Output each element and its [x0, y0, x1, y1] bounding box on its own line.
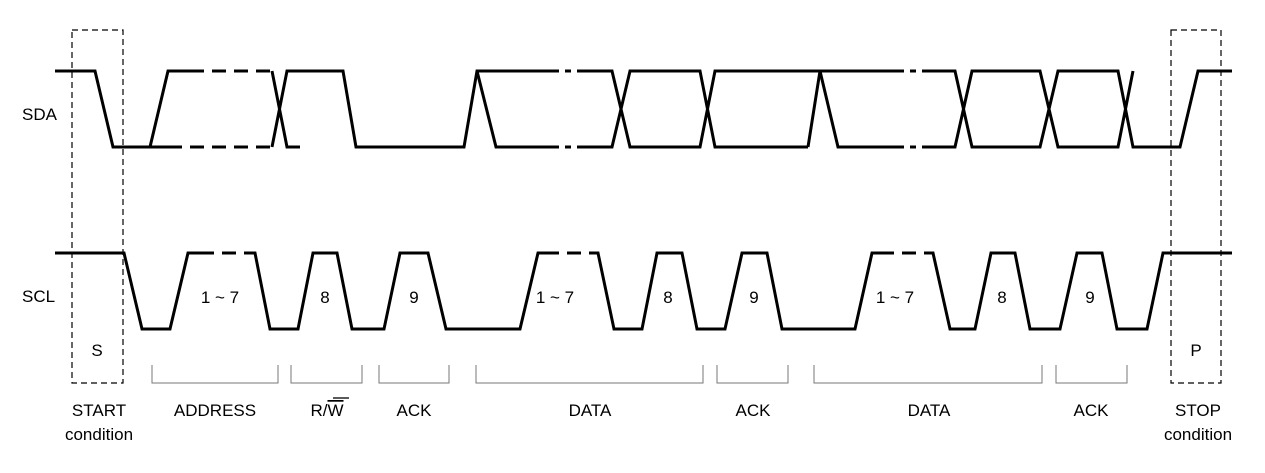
clock-label-addr: 1 ~ 7: [201, 288, 239, 307]
sda-stop-edge: [1170, 69, 1232, 149]
rw-label-w-overbar: W: [327, 401, 343, 420]
sda-data2-rise: [806, 69, 880, 148]
segment-brackets: [151, 365, 1128, 384]
sda-rw-bit: [270, 69, 462, 149]
bracket-ack3: [1055, 365, 1128, 384]
scl-label: SCL: [22, 287, 55, 306]
sda-data2-bit8-b: [945, 69, 1135, 149]
scl-start-clock: [55, 251, 200, 331]
clock-label-data2: 1 ~ 7: [876, 288, 914, 307]
clock-label-data1: 1 ~ 7: [536, 288, 574, 307]
data2-label: DATA: [908, 401, 951, 420]
rw-label-r: R/: [310, 401, 327, 420]
sda-waveform: [55, 69, 1232, 149]
ack2-label: ACK: [736, 401, 772, 420]
bracket-rw: [290, 365, 363, 384]
sda-data2-fall: [808, 69, 880, 149]
sda-start-edge: [55, 69, 150, 149]
clock-label-ack1: 9: [409, 288, 418, 307]
start-letter: S: [91, 341, 102, 360]
clock-label-ack3: 9: [1085, 288, 1094, 307]
data1-label: DATA: [569, 401, 612, 420]
bracket-data2: [813, 365, 1043, 384]
ack1-label: ACK: [397, 401, 433, 420]
stop-label-line1: STOP: [1175, 401, 1221, 420]
bracket-ack2: [716, 365, 789, 384]
scl-clock-b: [592, 251, 880, 331]
rw-label: R/W: [310, 401, 343, 420]
bracket-ack1: [378, 365, 450, 384]
clock-label-rw: 8: [320, 288, 329, 307]
clock-label-data2-bit8: 8: [997, 288, 1006, 307]
start-label-line1: START: [72, 401, 126, 420]
scl-waveform: [55, 251, 1232, 331]
start-condition-box: [71, 29, 124, 384]
bracket-address: [151, 365, 279, 384]
sda-rw-fall: [270, 70, 300, 149]
sda-data1-bit8-a: [600, 69, 808, 149]
sda-data1-fall: [475, 70, 535, 149]
sda-data1-rise: [462, 69, 535, 149]
stop-label-line2: condition: [1164, 425, 1232, 444]
clock-label-data1-bit8: 8: [663, 288, 672, 307]
scl-clock-c: [928, 251, 1232, 331]
stop-condition-box: [1170, 29, 1222, 384]
scl-clock-a: [250, 251, 545, 331]
start-label-line2: condition: [65, 425, 133, 444]
sda-data2-bit8-a: [945, 69, 1170, 149]
clock-label-ack2: 9: [749, 288, 758, 307]
stop-letter: P: [1190, 341, 1201, 360]
sda-label: SDA: [22, 105, 58, 124]
sda-address-rise: [148, 69, 190, 148]
sda-data1-bit8-b: [600, 69, 808, 149]
ack3-label: ACK: [1074, 401, 1110, 420]
bracket-data1: [475, 365, 704, 384]
address-label: ADDRESS: [174, 401, 256, 420]
